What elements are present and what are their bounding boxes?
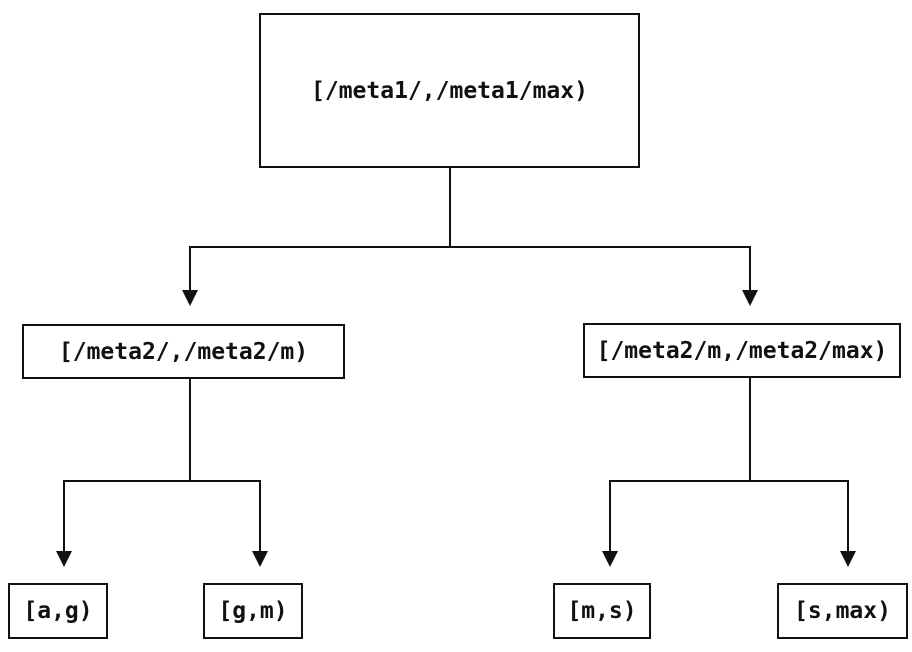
node-meta2-high-label: [/meta2/m,/meta2/max) bbox=[596, 337, 888, 364]
arrowhead-down-icon bbox=[182, 290, 198, 306]
arrowhead-down-icon bbox=[56, 551, 72, 567]
node-meta2-low: [/meta2/,/meta2/m) bbox=[22, 324, 345, 379]
edge-root-bar-line bbox=[189, 246, 751, 248]
edge-meta2-low-stem-line bbox=[189, 379, 191, 482]
edge-root-to-meta2-low-line bbox=[189, 246, 191, 290]
node-meta2-low-label: [/meta2/,/meta2/m) bbox=[58, 338, 309, 365]
edge-meta2-high-bar-line bbox=[609, 480, 849, 482]
edge-meta2-high-to-leaf-m-s-line bbox=[609, 480, 611, 552]
node-root-label: [/meta1/,/meta1/max) bbox=[311, 77, 588, 104]
edge-meta2-high-stem-line bbox=[749, 378, 751, 482]
edge-root-to-meta2-high-line bbox=[749, 246, 751, 290]
arrowhead-down-icon bbox=[252, 551, 268, 567]
node-leaf-m-s: [m,s) bbox=[553, 583, 651, 639]
edge-meta2-high-to-leaf-s-max-line bbox=[847, 480, 849, 552]
edge-meta2-low-to-leaf-a-g-line bbox=[63, 480, 65, 552]
node-leaf-g-m: [g,m) bbox=[203, 583, 303, 639]
node-leaf-s-max-label: [s,max) bbox=[794, 598, 891, 624]
arrowhead-down-icon bbox=[840, 551, 856, 567]
node-meta2-high: [/meta2/m,/meta2/max) bbox=[583, 323, 901, 378]
edge-root-stem-line bbox=[449, 168, 451, 248]
edge-meta2-low-to-leaf-g-m-line bbox=[259, 480, 261, 552]
node-leaf-a-g: [a,g) bbox=[8, 583, 108, 639]
node-leaf-g-m-label: [g,m) bbox=[218, 598, 288, 624]
node-leaf-m-s-label: [m,s) bbox=[567, 598, 637, 624]
arrowhead-down-icon bbox=[742, 290, 758, 306]
node-leaf-s-max: [s,max) bbox=[777, 583, 908, 639]
arrowhead-down-icon bbox=[602, 551, 618, 567]
node-leaf-a-g-label: [a,g) bbox=[23, 598, 93, 624]
node-root: [/meta1/,/meta1/max) bbox=[259, 13, 640, 168]
edge-meta2-low-bar-line bbox=[63, 480, 261, 482]
